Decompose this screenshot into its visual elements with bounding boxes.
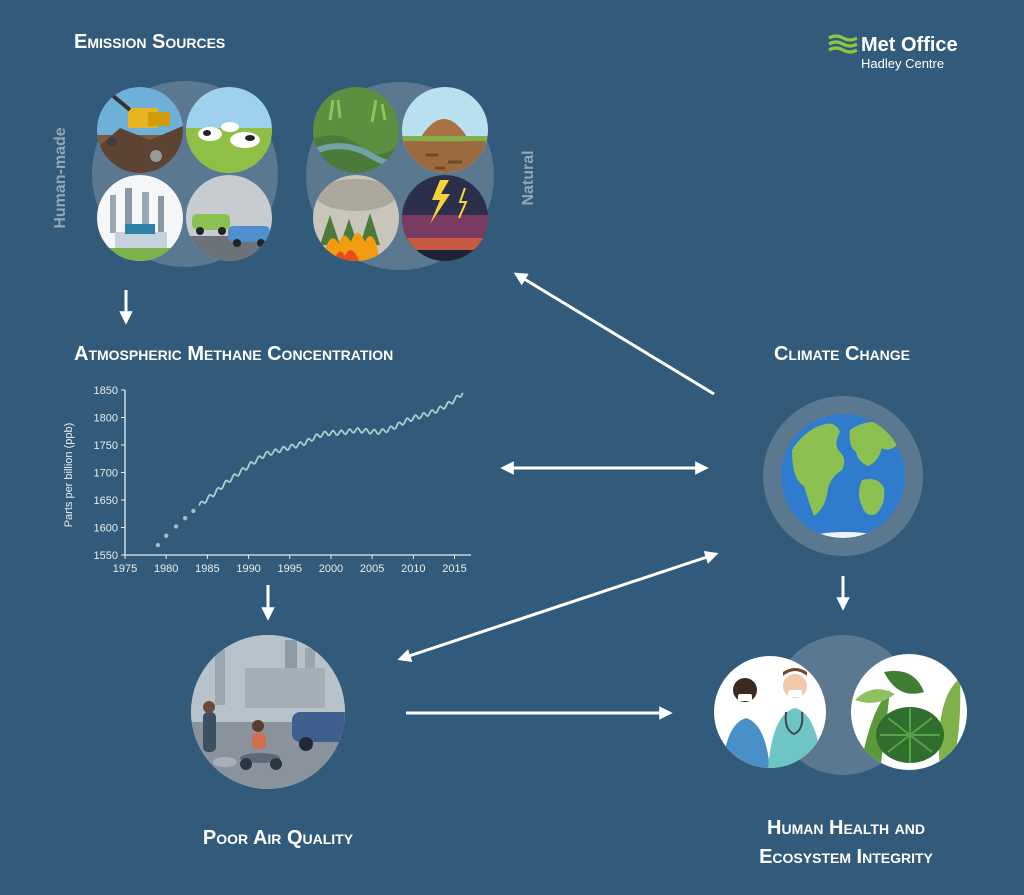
- y-tick-label: 1850: [94, 385, 118, 397]
- x-tick-label: 1985: [195, 563, 219, 575]
- chart-x-ticks: 1975 1980 1985 1990 1995 2000 2005 2010 2015: [113, 555, 467, 575]
- x-tick-label: 2000: [319, 563, 343, 575]
- health-title-line2: Ecosystem Integrity: [759, 846, 933, 868]
- x-tick-label: 1995: [278, 563, 302, 575]
- methane-title: Atmospheric Methane Concentration: [74, 343, 393, 365]
- logo-stripes-icon: [828, 34, 858, 54]
- chart-ylabel: Parts per billion (ppb): [63, 423, 75, 528]
- arrow-climate-to-sources: [513, 272, 715, 396]
- natural-label: Natural: [520, 150, 537, 205]
- x-tick-label: 2010: [401, 563, 425, 575]
- x-tick-label: 1980: [154, 563, 178, 575]
- x-tick-label: 2015: [442, 563, 466, 575]
- tropical-plants-icon: [851, 654, 967, 770]
- y-tick-label: 1750: [94, 440, 118, 452]
- data-point: [173, 524, 179, 529]
- climate-change-title: Climate Change: [774, 343, 910, 365]
- logo-line2: Hadley Centre: [861, 56, 944, 71]
- y-tick-label: 1650: [94, 495, 118, 507]
- termite-mound-icon: [402, 87, 488, 173]
- methane-series-line: [198, 392, 464, 506]
- x-tick-label: 2005: [360, 563, 384, 575]
- data-point: [155, 542, 161, 548]
- wetland-icon: [313, 87, 399, 173]
- y-tick-label: 1700: [94, 468, 118, 480]
- logo-line1: Met Office: [861, 34, 958, 56]
- wildfire-icon: [313, 175, 399, 261]
- x-tick-label: 1975: [113, 563, 137, 575]
- y-tick-label: 1550: [94, 550, 118, 562]
- landfill-icon: [97, 87, 183, 173]
- human-made-label: Human-made: [52, 127, 69, 228]
- x-tick-label: 1990: [236, 563, 260, 575]
- chart-y-ticks: 1550 1600 1650 1700 1750 1800 1850: [94, 385, 125, 562]
- health-title-line1: Human Health and: [767, 817, 925, 839]
- poor-air-title: Poor Air Quality: [203, 827, 354, 849]
- polluted-street-icon: [191, 635, 345, 789]
- chart-early-points: [155, 508, 196, 548]
- emission-sources-title: Emission Sources: [74, 31, 225, 53]
- medical-workers-icon: [714, 656, 826, 768]
- met-office-logo: Met Office Hadley Centre: [828, 34, 958, 71]
- data-point: [163, 533, 169, 538]
- arrow-air-climate: [397, 550, 719, 663]
- y-tick-label: 1800: [94, 413, 118, 425]
- data-point: [191, 508, 196, 514]
- data-point: [182, 515, 188, 521]
- y-tick-label: 1600: [94, 523, 118, 535]
- methane-chart: Parts per billion (ppb) 1975 1980 1985 1990…: [63, 385, 471, 575]
